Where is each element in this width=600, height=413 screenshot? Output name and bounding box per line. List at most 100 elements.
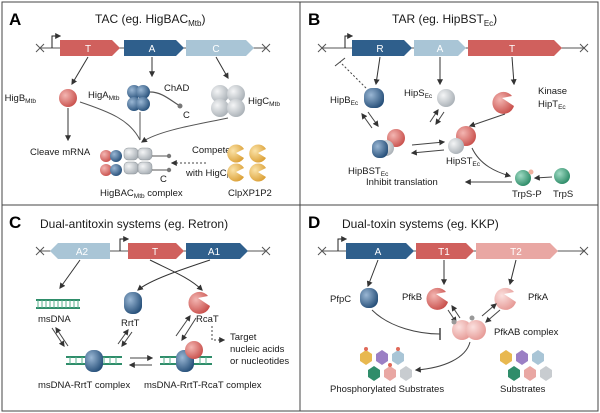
target-label-2: nucleic acids [230, 344, 285, 355]
higb-label: HigBMtb [5, 93, 37, 105]
dna-end-left-d [317, 246, 327, 256]
arrow-t-to-hipt [510, 56, 517, 86]
rcat-target-arrow [211, 326, 226, 343]
higa-label: HigAMtb [88, 90, 120, 102]
complex-higc-2 [137, 147, 153, 161]
arrow-r-to-hipb [373, 56, 381, 86]
trpsp-protein [515, 170, 531, 186]
higc-subunit-4 [227, 99, 245, 117]
eq-complex-back [410, 149, 445, 156]
arrow-a1-to-rrtt [137, 259, 211, 291]
gene-a-b [414, 40, 466, 56]
arrow-t-to-rcat [149, 259, 203, 291]
compete-label-1: Compete [192, 145, 231, 156]
eq-pfkb-back [451, 305, 461, 319]
gene-c-a [186, 40, 254, 56]
arrow-t2-to-pfka [508, 259, 517, 286]
eq-pfka-forward [485, 309, 501, 323]
panel-d-title: Dual-toxin systems (eg. KKP) [342, 217, 499, 231]
complex-higb-1 [100, 150, 112, 162]
trps-label: TrpS [553, 189, 573, 200]
complex-higc-1 [123, 147, 139, 161]
rcat-label: RcaT [196, 314, 219, 325]
chad-tail [149, 91, 181, 107]
arrow-hipt-to-hipst [468, 113, 506, 128]
gene-label-a2-c: A2 [76, 247, 89, 258]
pfkab-site-2 [469, 315, 475, 321]
higb-protein [59, 89, 77, 107]
arrow-trps-to-trpsp [533, 174, 553, 181]
panel-d: D Dual-toxin systems (eg. KKP) A T1 T2 P… [308, 213, 589, 395]
higc-subunit-1 [211, 85, 229, 103]
complex-higc-3 [123, 161, 139, 175]
eq-hips-forward [435, 111, 445, 125]
complex-tail-end-2 [166, 167, 172, 173]
repression-line-b [339, 61, 367, 89]
eq-pfka-back [481, 303, 497, 317]
pfpc-label: PfpC [330, 294, 351, 305]
gene-t-a [60, 40, 120, 56]
promoter-arrow-c [119, 236, 130, 251]
dna-end-right-b [579, 43, 589, 53]
promoter-arrow-d [337, 236, 348, 251]
complex2-rcat [185, 341, 203, 359]
chad-label: ChAD [164, 83, 189, 94]
higbac-complex-label: HigBACMtb complex [100, 188, 183, 200]
phosphorylated-substrates-label: Phosphorylated Substrates [330, 384, 444, 395]
panel-a: A TAC (eg. HigBACMtb) T A C HigBMtb HigA… [5, 10, 281, 200]
complex-higa-2 [110, 164, 122, 176]
dna-end-right-c [261, 246, 271, 256]
clpxp-subunit-4 [249, 163, 266, 182]
eq-hipb-back [361, 113, 373, 129]
gene-label-c-a: C [212, 44, 219, 55]
pfkb-protein [426, 287, 448, 310]
pfkab-site-1 [451, 319, 457, 325]
gene-label-t1-d: T1 [438, 247, 450, 258]
hipbst-hipb [372, 140, 388, 158]
repression-bar-b [334, 57, 346, 67]
substrates-label: Substrates [500, 384, 546, 395]
hips-label: HipSEc [404, 88, 433, 100]
complex-higb-2 [100, 164, 112, 176]
gene-label-a1-c: A1 [208, 247, 221, 258]
chad-end [177, 103, 183, 109]
pfka-protein [494, 287, 516, 310]
complex-tail-end-1 [166, 153, 172, 159]
target-label-3: or nucleotides [230, 356, 289, 367]
arrow-substrate-conversion [414, 341, 471, 373]
higc-label: HigCMtb [248, 96, 280, 108]
dna-end-left-c [35, 246, 45, 256]
line-higb-to-complex [79, 101, 141, 141]
pfkb-label: PfkB [402, 292, 422, 303]
eq-rrtt-back [117, 329, 129, 345]
rcat-protein [188, 291, 210, 314]
complex1-rrtt [85, 350, 103, 372]
trpsp-label: TrpS-P [512, 189, 542, 200]
eq-rcat-forward [181, 317, 197, 342]
gene-label-a-b: A [437, 44, 444, 55]
line-higc-to-complex [141, 117, 229, 143]
gene-label-t-c: T [152, 247, 158, 258]
gene-r-b [352, 40, 412, 56]
dna-end-right-d [579, 246, 589, 256]
promoter-arrow-b [344, 33, 354, 48]
eq-complex-forward [411, 139, 446, 146]
target-label-1: Target [230, 332, 257, 343]
higc-subunit-2 [227, 85, 245, 103]
msdna-label: msDNA [38, 314, 71, 325]
gene-a-d [346, 243, 414, 259]
gene-label-a-d: A [375, 247, 382, 258]
gene-label-a-a: A [149, 44, 156, 55]
panel-c-title: Dual-antitoxin systems (eg. Retron) [40, 217, 228, 231]
complex-higa-1 [110, 150, 122, 162]
hipt-label: HipTEc [538, 99, 566, 111]
panel-d-letter: D [308, 213, 320, 232]
hips-protein [437, 89, 455, 107]
eq-rcat-back [175, 315, 191, 337]
clpxp-subunit-1 [227, 144, 244, 163]
hipt-protein [492, 91, 514, 114]
pfkab-pfka-2 [466, 320, 486, 340]
eq-msdna-forward [51, 327, 65, 347]
